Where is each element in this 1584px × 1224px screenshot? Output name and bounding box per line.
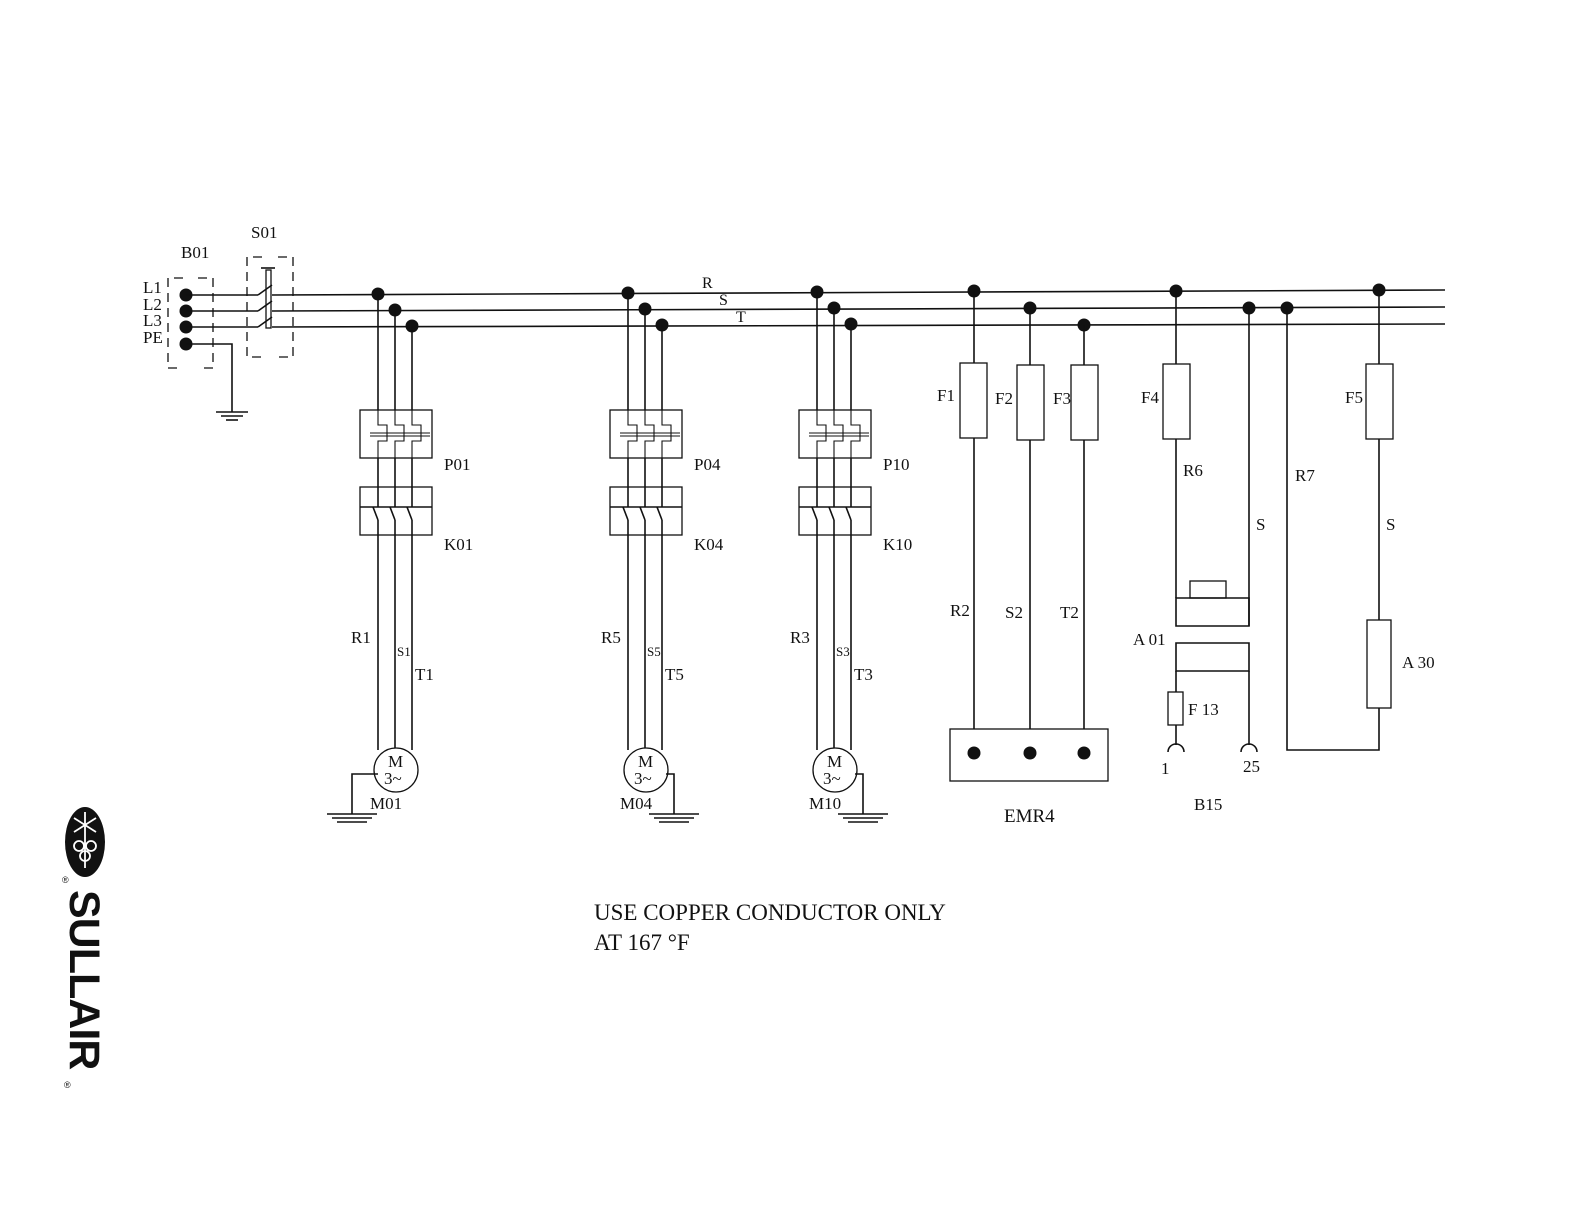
supply-section: B01 S01 L1 L2 L3 PE <box>143 223 293 420</box>
contactor-label: K01 <box>444 535 473 554</box>
fuse-f4-label: F4 <box>1141 388 1159 407</box>
wire-s-label: S <box>1256 515 1265 534</box>
wire-s-a30-label: S <box>1386 515 1395 534</box>
device-a30 <box>1367 620 1391 708</box>
terminal-pe-label: PE <box>143 328 163 347</box>
wire-s-label: S5 <box>647 644 661 659</box>
wire-r7 <box>1287 308 1379 750</box>
fuse-f5-label: F5 <box>1345 388 1363 407</box>
contactor-label: K10 <box>883 535 912 554</box>
bus-r-label: R <box>702 275 713 292</box>
wire-r-label: R5 <box>601 628 621 647</box>
conductor-note: USE COPPER CONDUCTOR ONLY AT 167 °F <box>594 900 946 955</box>
wire-r-label: R1 <box>351 628 371 647</box>
fuse-f13 <box>1168 692 1183 725</box>
motor-phase-text: 3~ <box>384 769 402 788</box>
transformer-label: A 01 <box>1133 630 1166 649</box>
note-line-1: USE COPPER CONDUCTOR ONLY <box>594 900 946 925</box>
registered-mark-bottom: ® <box>64 1080 71 1090</box>
terminal-1-symbol <box>1168 744 1184 752</box>
wire-r2-label: R2 <box>950 601 970 620</box>
contactor <box>610 487 682 535</box>
motor-branches: P01K01R1S1T1M3~M01P04K04R5S5T5M3~M04P10K… <box>327 286 912 823</box>
main-switch-label: S01 <box>251 223 277 242</box>
fuse-f3 <box>1071 365 1098 440</box>
fuse-f5 <box>1366 364 1393 439</box>
fuse-f3-label: F3 <box>1053 389 1071 408</box>
bus-s-label: S <box>719 292 728 309</box>
a30-section: F5 R7 S A 30 <box>1281 284 1435 751</box>
contactor-label: K04 <box>694 535 724 554</box>
terminal-block-label: B01 <box>181 243 209 262</box>
wire-r-label: R3 <box>790 628 810 647</box>
contactor <box>360 487 432 535</box>
transformer-primary <box>1176 598 1249 626</box>
ground-symbol <box>216 412 248 420</box>
transformer-secondary <box>1176 643 1249 671</box>
fuse-f13-label: F 13 <box>1188 700 1219 719</box>
terminal-1-label: 1 <box>1161 759 1170 778</box>
terminal-block-bracket-right <box>198 278 213 368</box>
motor-phase-text: 3~ <box>823 769 841 788</box>
main-switch-symbol <box>258 268 275 328</box>
contactor <box>799 487 871 535</box>
sullair-logo-text: SULLAIR <box>60 890 108 1070</box>
terminal-25-symbol <box>1241 744 1257 752</box>
fuse-f2 <box>1017 365 1044 440</box>
wire-s-label: S3 <box>836 644 850 659</box>
device-a30-label: A 30 <box>1402 653 1435 672</box>
control-section: F4 R6 S A 01 F 13 1 25 B15 <box>1133 285 1265 815</box>
bus-r <box>272 290 1445 295</box>
wire-r6-label: R6 <box>1183 461 1203 480</box>
sullair-logo: SULLAIR ® ® <box>60 807 108 1090</box>
wire-r7-label: R7 <box>1295 466 1315 485</box>
wire-t-label: T1 <box>415 665 434 684</box>
emr4-label: EMR4 <box>1004 806 1055 827</box>
overload-label: P01 <box>444 455 470 474</box>
emr-section: F1 F2 F3 R2 S2 T2 EMR4 <box>937 285 1108 828</box>
wire-t2-label: T2 <box>1060 603 1079 622</box>
wire-s-label: S1 <box>397 644 411 659</box>
fuse-f1-label: F1 <box>937 386 955 405</box>
terminal-25-label: 25 <box>1243 757 1260 776</box>
overload-label: P10 <box>883 455 909 474</box>
fuse-f1 <box>960 363 987 438</box>
bus-t <box>272 324 1445 327</box>
pe-wire <box>186 344 232 412</box>
main-switch-bracket-left <box>247 257 262 357</box>
wire-t-label: T5 <box>665 665 684 684</box>
bus-s <box>272 307 1445 311</box>
registered-mark-top: ® <box>62 875 69 885</box>
wire-s2-label: S2 <box>1005 603 1023 622</box>
bus-t-label: T <box>736 309 746 326</box>
fuse-f4 <box>1163 364 1190 439</box>
motor-label: M04 <box>620 794 653 813</box>
fuse-f2-label: F2 <box>995 389 1013 408</box>
transformer-core <box>1190 581 1226 598</box>
motor-label: M01 <box>370 794 402 813</box>
motor-phase-text: 3~ <box>634 769 652 788</box>
main-bus: R S T <box>272 275 1445 327</box>
wire-t-label: T3 <box>854 665 873 684</box>
overload-label: P04 <box>694 455 721 474</box>
b15-label: B15 <box>1194 795 1222 814</box>
motor-label: M10 <box>809 794 841 813</box>
note-line-2: AT 167 °F <box>594 930 690 955</box>
main-switch-bracket-right <box>278 257 293 357</box>
